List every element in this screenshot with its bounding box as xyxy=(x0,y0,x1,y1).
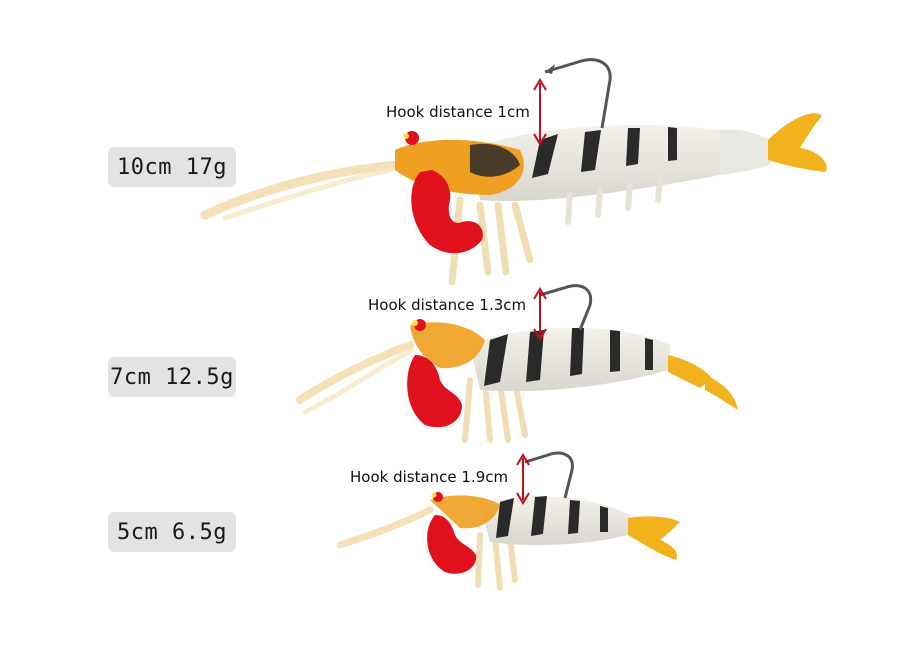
hook-distance-label-large: Hook distance 1cm xyxy=(386,103,530,121)
size-badge-small: 5cm 6.5g xyxy=(108,512,236,552)
size-badge-large: 10cm 17g xyxy=(108,147,236,187)
hook-distance-label-small: Hook distance 1.9cm xyxy=(350,468,509,486)
size-badge-medium: 7cm 12.5g xyxy=(108,357,236,397)
hook-distance-label-medium: Hook distance 1.3cm xyxy=(368,296,527,314)
shrimp-lure-medium xyxy=(296,284,738,443)
shrimp-lure-large xyxy=(200,58,827,286)
shrimp-lure-small xyxy=(336,451,680,591)
